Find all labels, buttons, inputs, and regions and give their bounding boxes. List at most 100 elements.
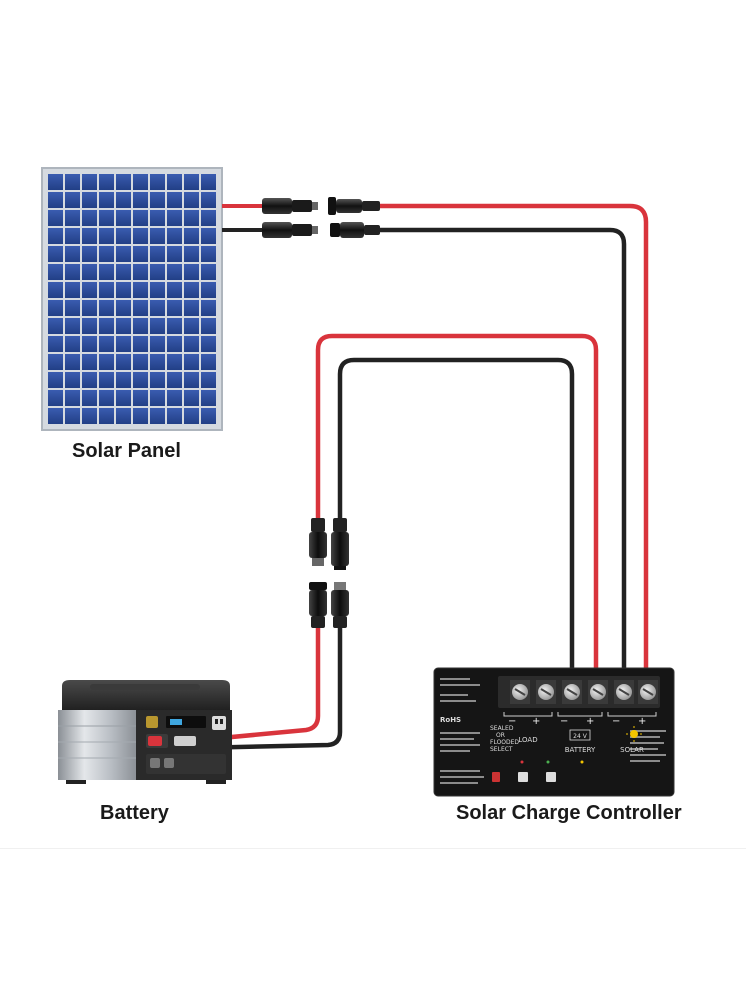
solar-cell [184, 174, 199, 190]
solar-cell [116, 372, 131, 388]
solar-cell [150, 390, 165, 406]
terminal-strip: −+−+−+ [508, 680, 658, 727]
solar-cell [116, 354, 131, 370]
solar-cell [48, 228, 63, 244]
load-group-label: LOAD [518, 736, 537, 744]
solar-cell [133, 390, 148, 406]
solar-cell [65, 228, 80, 244]
solar-cell [167, 246, 182, 262]
solar-cell [116, 174, 131, 190]
solar-cell [201, 336, 216, 352]
solar-cell [48, 192, 63, 208]
solar-cell [167, 354, 182, 370]
solar-cell [167, 300, 182, 316]
solar-cell [201, 282, 216, 298]
solar-cell [48, 318, 63, 334]
solar-cell [150, 264, 165, 280]
status-leds [492, 760, 584, 782]
rohs-mark: RoHS [440, 716, 461, 724]
solar-cell [167, 228, 182, 244]
solar-cell [184, 228, 199, 244]
solar-cell [65, 354, 80, 370]
solar-cell [48, 408, 63, 424]
solar-cell [133, 264, 148, 280]
solar-cell [133, 282, 148, 298]
solar-cell [150, 372, 165, 388]
solar-cell [65, 318, 80, 334]
solar-cell [201, 372, 216, 388]
portable-battery [58, 680, 232, 784]
solar-cell [150, 336, 165, 352]
solar-cell [82, 318, 97, 334]
solar-cell [82, 336, 97, 352]
solar-cell [48, 264, 63, 280]
solar-cell [116, 246, 131, 262]
solar-cell [99, 246, 114, 262]
solar-cell [65, 264, 80, 280]
select-line-2: OR [496, 732, 505, 739]
screw-slot [566, 688, 578, 696]
solar-cell [99, 408, 114, 424]
solar-cell [99, 318, 114, 334]
solar-cell [48, 300, 63, 316]
solar-cell [201, 300, 216, 316]
battery-negative-wire [337, 357, 575, 672]
battery-label: Battery [100, 802, 169, 824]
solar-cell [167, 408, 182, 424]
screw-slot [540, 688, 552, 696]
solar-cell [99, 372, 114, 388]
solar-panel-cells [48, 174, 216, 424]
solar-cell [133, 246, 148, 262]
solar-cell [82, 210, 97, 226]
solar-cell [82, 282, 97, 298]
screw-slot [514, 688, 526, 696]
solar-cell [65, 282, 80, 298]
solar-cell [184, 192, 199, 208]
solar-cell [48, 336, 63, 352]
solar-cell [82, 300, 97, 316]
solar-cell [133, 210, 148, 226]
solar-cell [116, 390, 131, 406]
voltage-badge: 24 V [573, 733, 588, 740]
select-line-3: FLOODED [490, 739, 519, 746]
solar-cell [201, 228, 216, 244]
solar-cell [133, 174, 148, 190]
solar-cell [48, 174, 63, 190]
solar-cell [116, 318, 131, 334]
solar-cell [133, 192, 148, 208]
polarity-mark: − [612, 716, 620, 727]
solar-cell [201, 210, 216, 226]
solar-cell [167, 192, 182, 208]
solar-cell [116, 282, 131, 298]
solar-cell [201, 318, 216, 334]
solar-cell [65, 192, 80, 208]
charge-controller-label: Solar Charge Controller [456, 802, 682, 824]
screw-slot [642, 688, 654, 696]
solar-cell [116, 228, 131, 244]
solar-cell [133, 228, 148, 244]
solar-cell [133, 372, 148, 388]
solar-cell [82, 408, 97, 424]
select-line-1: SEALED [490, 725, 514, 732]
sun-icon [626, 726, 642, 742]
solar-positive-wire [378, 203, 649, 672]
solar-cell [184, 354, 199, 370]
solar-cell [99, 210, 114, 226]
solar-cell [65, 408, 80, 424]
solar-cell [184, 336, 199, 352]
solar-cell [150, 318, 165, 334]
solar-cell [201, 174, 216, 190]
panel-connector-pair [262, 197, 380, 238]
solar-cell [167, 372, 182, 388]
solar-cell [99, 390, 114, 406]
polarity-mark: − [560, 716, 568, 727]
solar-cell [82, 372, 97, 388]
solar-cell [99, 336, 114, 352]
solar-cell [133, 300, 148, 316]
polarity-mark: + [532, 716, 540, 727]
solar-cell [116, 264, 131, 280]
solar-cell [201, 246, 216, 262]
solar-cell [150, 354, 165, 370]
